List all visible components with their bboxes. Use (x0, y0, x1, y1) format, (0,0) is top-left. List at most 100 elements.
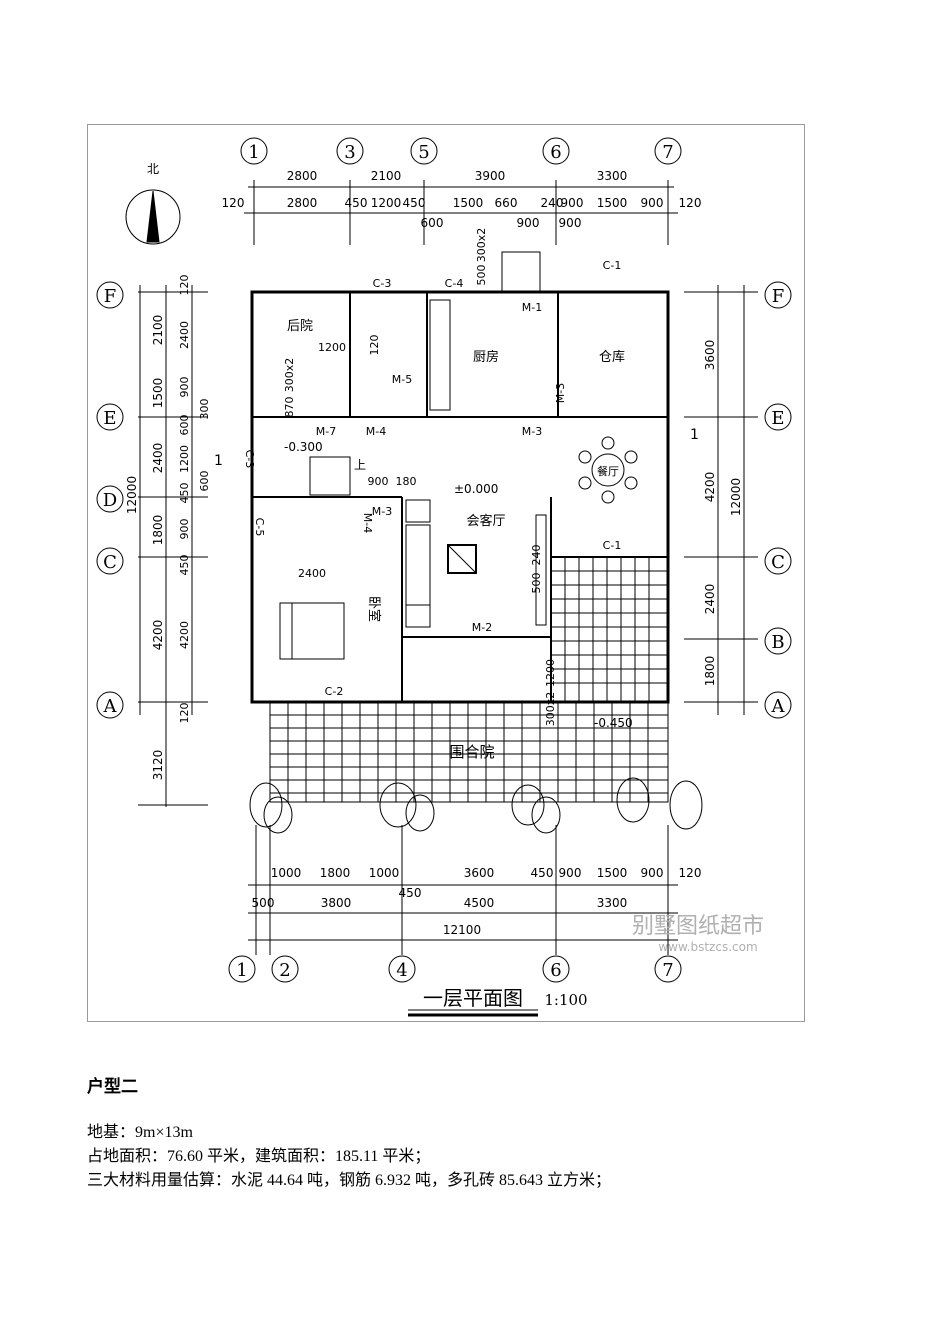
dim-text: 900 (641, 866, 664, 880)
room-label-courtyard: 围合院 (449, 743, 494, 761)
section-mark: 1 (214, 453, 223, 469)
dim-text: 180 (396, 475, 417, 488)
dim-text: 240 (530, 545, 543, 566)
stair-up-label: 上 (354, 458, 366, 472)
door-window-label: C-5 (253, 518, 266, 537)
dim-text: 2100 (371, 169, 402, 183)
dim-text: 660 (495, 196, 518, 210)
dim-text: 1500 (453, 196, 484, 210)
door-window-label: C-3 (373, 277, 392, 290)
axis-label: 7 (662, 142, 673, 163)
dim-text: 2800 (287, 196, 318, 210)
dim-text: 900 (641, 196, 664, 210)
dim-text: 1800 (320, 866, 351, 880)
door-window-label: M-4 (366, 425, 386, 438)
axis-label: E (103, 408, 116, 429)
door-window-label: M-1 (522, 301, 542, 314)
dim-text: 120 (178, 703, 191, 724)
dim-text: 1200 (544, 659, 557, 687)
axis-label: 6 (550, 142, 561, 163)
dim-text: 240 (541, 196, 564, 210)
elevation-text: -0.300 (284, 440, 323, 454)
axis-label: 4 (396, 960, 407, 981)
door-window-label: M-3 (372, 505, 392, 518)
dim-text: 900 (559, 866, 582, 880)
dim-text: 120 (368, 335, 381, 356)
dim-text: 300x2 (475, 228, 488, 263)
axis-label: 1 (236, 960, 247, 981)
dim-text: 900 (368, 475, 389, 488)
dim-text: 900 (559, 216, 582, 230)
door-window-label: M-4 (361, 513, 374, 533)
dim-text: 2400 (178, 321, 191, 349)
dim-text: 4200 (178, 621, 191, 649)
dim-text: 3300 (597, 169, 628, 183)
dim-text: 300x2 (283, 358, 296, 393)
dim-text: 12000 (729, 478, 743, 516)
elevation-text: ±0.000 (454, 482, 498, 496)
room-label-living: 会客厅 (466, 513, 505, 529)
dim-text: 4500 (464, 896, 495, 910)
dim-text: 450 (345, 196, 368, 210)
dim-text: 120 (679, 866, 702, 880)
dim-text: 1200 (371, 196, 402, 210)
axis-label: 2 (279, 960, 290, 981)
dim-text: 450 (531, 866, 554, 880)
dim-text: 300 (198, 399, 211, 420)
watermark-text: 别墅图纸超市 (632, 914, 764, 939)
dim-text: 600 (198, 471, 211, 492)
unit-heading: 户型二 (87, 1077, 138, 1097)
dim-text: 450 (403, 196, 426, 210)
floor-plan-svg: 1 3 5 6 7 1 2 4 6 7 F E D C A F E C B A … (96, 137, 792, 1017)
axis-label: 3 (344, 142, 355, 163)
dim-text: 900 (178, 377, 191, 398)
dim-text: 2800 (287, 169, 318, 183)
watermark-url: www.bstzcs.com (658, 940, 757, 954)
axis-label: E (771, 408, 784, 429)
dim-text: 1200 (178, 445, 191, 473)
axis-label: C (103, 552, 117, 573)
drawing-title: 一层平面图 (423, 986, 523, 1010)
dim-text: 3600 (464, 866, 495, 880)
dim-text: 600 (421, 216, 444, 230)
dim-text: 870 (283, 397, 296, 418)
dim-text: 600 (178, 415, 191, 436)
dim-text: 120 (178, 275, 191, 296)
dim-text: 120 (679, 196, 702, 210)
dim-text: 450 (399, 886, 422, 900)
dim-text: 4200 (703, 472, 717, 503)
room-label-kitchen: 厨房 (473, 349, 499, 365)
axis-label: B (771, 632, 784, 653)
axis-label: 7 (662, 960, 673, 981)
drawing-scale: 1:100 (544, 991, 587, 1009)
dim-text: 1500 (151, 378, 165, 409)
dim-text: 900 (178, 519, 191, 540)
door-window-label: M-3 (554, 383, 567, 403)
dim-text: 900 (517, 216, 540, 230)
dim-text: 2400 (151, 443, 165, 474)
dim-text: 300x2 (544, 692, 557, 727)
dim-text: 120 (222, 196, 245, 210)
dim-text: 1000 (369, 866, 400, 880)
dim-text: 2100 (151, 315, 165, 346)
dim-text: 500 (530, 573, 543, 594)
dim-text: 3800 (321, 896, 352, 910)
floor-plan-drawing: 1 3 5 6 7 1 2 4 6 7 F E D C A F E C B A … (87, 124, 805, 1022)
dim-text: 1000 (271, 866, 302, 880)
axis-label: F (104, 286, 117, 307)
room-label-storage: 仓库 (599, 349, 625, 365)
axis-label: A (771, 696, 786, 717)
door-window-label: C-4 (445, 277, 464, 290)
axis-label: 6 (550, 960, 561, 981)
elevation-text: -0.450 (594, 716, 633, 730)
dim-text: 900 (561, 196, 584, 210)
door-window-label: M-5 (392, 373, 412, 386)
axis-label: C (771, 552, 785, 573)
dim-text: 4200 (151, 620, 165, 651)
dim-text: 3300 (597, 896, 628, 910)
dim-text: 2400 (703, 584, 717, 615)
foundation-size-line: 地基：9m×13m (87, 1124, 193, 1141)
dim-text: 3120 (151, 750, 165, 781)
room-label-dining: 餐厅 (597, 464, 619, 478)
dim-text: 450 (178, 555, 191, 576)
